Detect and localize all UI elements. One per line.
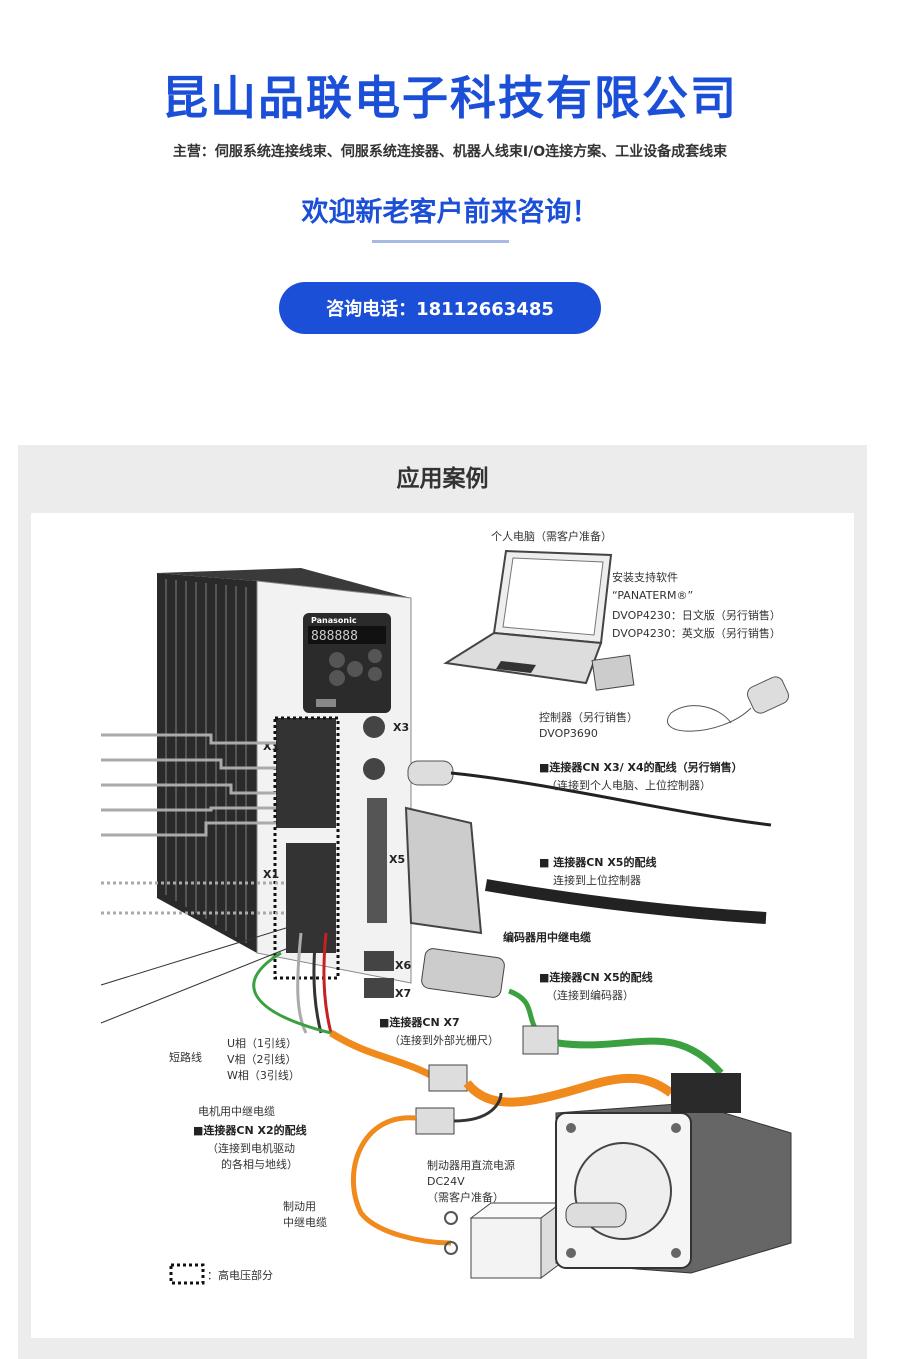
phone-consult-button[interactable]: 咨询电话：18112663485 [279, 282, 601, 334]
cn-x2-label-1: ■连接器CN X2的配线 [193, 1123, 307, 1137]
port-x3: X3 [393, 721, 409, 734]
software-en: DVOP4230：英文版（另行销售） [612, 626, 781, 640]
cn-x3-label-2: （连接到个人电脑、上位控制器） [546, 778, 711, 792]
case-section: 应用案例 Panasonic [18, 445, 867, 1359]
cn-x3-label-1: ■连接器CN X3/ X4的配线（另行销售） [539, 760, 743, 774]
motor-relay-label: 电机用中继电缆 [198, 1104, 275, 1118]
case-section-title: 应用案例 [396, 466, 489, 492]
brake-power-label-1: 制动器用直流电源 [427, 1158, 515, 1172]
software-name: “PANATERM®” [612, 589, 693, 602]
console-label-2: DVOP3690 [539, 727, 598, 740]
cn-x5-label-2: 连接到上位控制器 [553, 873, 641, 887]
short-wire-label: 短路线 [169, 1050, 202, 1064]
welcome-text: 欢迎新老客户前来咨询！ [301, 197, 599, 228]
console-illustration [667, 676, 790, 732]
cn-x2-label-3: 的各相与地线） [221, 1157, 298, 1171]
servo-wiring-diagram: Panasonic 888888 X1 X1 X3 X5 [31, 513, 854, 1338]
servo-drive: Panasonic 888888 X1 X1 X3 X5 [157, 568, 412, 1000]
motor-phase-wires [252, 932, 333, 1035]
cn-x5-label-1: ■ 连接器CN X5的配线 [539, 855, 656, 869]
cn-x2-label-2: （连接到电机驱动 [207, 1141, 295, 1155]
cn-x7-label-1: ■连接器CN X7 [379, 1015, 460, 1029]
cn-x5-cable [404, 806, 767, 935]
brake-power-label-3: （需客户准备） [427, 1190, 504, 1204]
brake-cable-label-2: 中继电缆 [283, 1216, 327, 1229]
led-display: 888888 [311, 629, 358, 644]
title-divider [372, 240, 509, 243]
cn-x7-label-2: （连接到外部光栅尺） [389, 1033, 499, 1047]
laptop-illustration [443, 549, 635, 691]
brake-cable-label-1: 制动用 [283, 1200, 316, 1213]
brake-power-label-2: DC24V [427, 1175, 465, 1188]
hv-legend-label: ：高电压部分 [207, 1268, 273, 1282]
dc-power-box [469, 1202, 563, 1279]
power-input-lines [101, 733, 276, 837]
brake-cable [350, 1092, 503, 1255]
cn-x3-cable [407, 760, 772, 827]
hv-legend-swatch [169, 1263, 205, 1285]
u-phase-label: U相（1引线） [227, 1036, 297, 1050]
w-phase-label: W相（3引线） [227, 1068, 300, 1082]
port-x6: X6 [395, 959, 411, 972]
company-title: 昆山品联电子科技有限公司 [162, 71, 738, 125]
software-title: 安装支持软件 [612, 570, 678, 584]
software-jp: DVOP4230：日文版（另行销售） [612, 608, 781, 622]
port-x5: X5 [389, 853, 405, 866]
console-label-1: 控制器（另行销售） [539, 710, 638, 724]
brand-logo: Panasonic [311, 616, 357, 625]
port-x1-b: X1 [263, 868, 279, 881]
cn-x6-label-2: （连接到编码器） [546, 988, 634, 1002]
business-scope: 主营：伺服系统连接线束、伺服系统连接器、机器人线束I/O连接方案、工业设备成套线… [172, 144, 728, 160]
motor-relay-cable [329, 1030, 674, 1107]
pc-label: 个人电脑（需客户准备） [491, 529, 612, 543]
servo-motor [555, 1073, 792, 1274]
encoder-relay-label: 编码器用中继电缆 [503, 930, 591, 944]
port-x7: X7 [395, 987, 411, 1000]
encoder-relay-cable [421, 948, 724, 1076]
cn-x6-label-1: ■连接器CN X5的配线 [539, 970, 653, 984]
v-phase-label: V相（2引线） [227, 1052, 297, 1066]
